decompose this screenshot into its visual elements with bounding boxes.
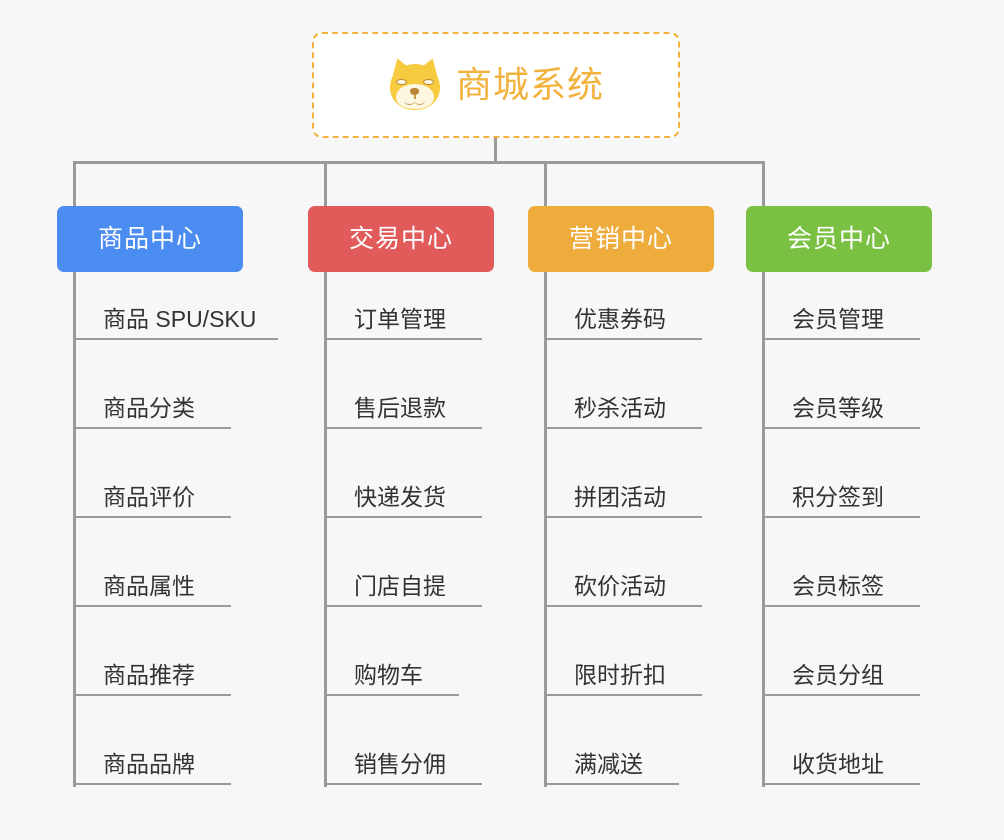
leaf-item-label: 会员标签: [792, 573, 884, 599]
category-header-product-center[interactable]: 商品中心: [57, 206, 243, 272]
leaf-item-label: 商品属性: [103, 573, 195, 599]
branch-drop-marketing-center: [544, 161, 547, 206]
leaf-item[interactable]: 会员标签: [762, 575, 920, 607]
leaf-item[interactable]: 商品品牌: [73, 753, 231, 785]
leaf-item[interactable]: 商品分类: [73, 397, 231, 429]
leaf-item-label: 满减送: [574, 751, 643, 777]
leaf-item-label: 会员分组: [792, 662, 884, 688]
leaf-item[interactable]: 积分签到: [762, 486, 920, 518]
leaf-item-label: 商品 SPU/SKU: [103, 306, 257, 332]
leaf-item[interactable]: 商品推荐: [73, 664, 231, 696]
leaf-item-label: 购物车: [354, 662, 423, 688]
category-header-member-center[interactable]: 会员中心: [746, 206, 932, 272]
leaf-item-label: 商品品牌: [103, 751, 195, 777]
leaf-item[interactable]: 会员等级: [762, 397, 920, 429]
leaf-item-label: 优惠券码: [574, 306, 666, 332]
root-connector-stub: [494, 138, 497, 161]
branch-trunk-product-center: [73, 272, 76, 787]
leaf-item-label: 积分签到: [792, 484, 884, 510]
leaf-item-label: 会员等级: [792, 395, 884, 421]
leaf-item[interactable]: 商品属性: [73, 575, 231, 607]
root-node[interactable]: 商城系统: [312, 32, 680, 138]
shiba-inu-dog-icon: [386, 55, 444, 112]
leaf-item[interactable]: 砍价活动: [544, 575, 702, 607]
category-header-label: 会员中心: [786, 224, 891, 253]
leaf-item[interactable]: 会员管理: [762, 308, 920, 340]
category-header-marketing-center[interactable]: 营销中心: [528, 206, 714, 272]
leaf-item-label: 秒杀活动: [574, 395, 666, 421]
branch-drop-trade-center: [324, 161, 327, 206]
category-header-label: 商品中心: [97, 224, 202, 253]
leaf-item[interactable]: 满减送: [544, 753, 679, 785]
horizontal-bus: [73, 161, 765, 164]
category-header-trade-center[interactable]: 交易中心: [308, 206, 494, 272]
leaf-item-label: 销售分佣: [354, 751, 446, 777]
root-title: 商城系统: [455, 64, 604, 105]
leaf-item-label: 商品分类: [103, 395, 195, 421]
leaf-item-label: 砍价活动: [574, 573, 666, 599]
leaf-item[interactable]: 快递发货: [324, 486, 482, 518]
leaf-item[interactable]: 门店自提: [324, 575, 482, 607]
leaf-item[interactable]: 优惠券码: [544, 308, 702, 340]
category-header-label: 交易中心: [348, 224, 453, 253]
leaf-item[interactable]: 拼团活动: [544, 486, 702, 518]
branch-trunk-member-center: [762, 272, 765, 787]
leaf-item-label: 售后退款: [354, 395, 446, 421]
branch-drop-product-center: [73, 161, 76, 206]
leaf-item-label: 快递发货: [354, 484, 446, 510]
leaf-item[interactable]: 收货地址: [762, 753, 920, 785]
category-header-label: 营销中心: [568, 224, 673, 253]
branch-trunk-marketing-center: [544, 272, 547, 787]
leaf-item-label: 商品推荐: [103, 662, 195, 688]
leaf-item[interactable]: 购物车: [324, 664, 459, 696]
branch-drop-member-center: [762, 161, 765, 206]
leaf-item[interactable]: 秒杀活动: [544, 397, 702, 429]
leaf-item[interactable]: 商品评价: [73, 486, 231, 518]
leaf-item[interactable]: 售后退款: [324, 397, 482, 429]
leaf-item-label: 收货地址: [792, 751, 884, 777]
leaf-item[interactable]: 会员分组: [762, 664, 920, 696]
leaf-item[interactable]: 销售分佣: [324, 753, 482, 785]
leaf-item[interactable]: 订单管理: [324, 308, 482, 340]
leaf-item[interactable]: 限时折扣: [544, 664, 702, 696]
leaf-item-label: 会员管理: [792, 306, 884, 332]
leaf-item-label: 限时折扣: [574, 662, 666, 688]
leaf-item-label: 订单管理: [354, 306, 446, 332]
leaf-item-label: 拼团活动: [574, 484, 666, 510]
leaf-item[interactable]: 商品 SPU/SKU: [73, 308, 278, 340]
leaf-item-label: 商品评价: [103, 484, 195, 510]
branch-trunk-trade-center: [324, 272, 327, 787]
leaf-item-label: 门店自提: [354, 573, 446, 599]
